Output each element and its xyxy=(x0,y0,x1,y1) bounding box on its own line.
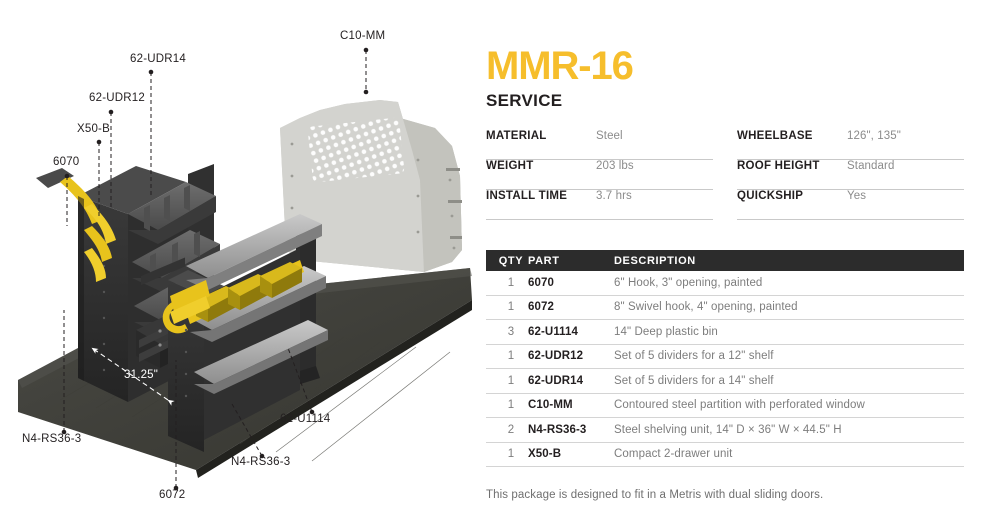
callout-label-62-u1114: 62-U1114 xyxy=(280,413,331,425)
right-shelving-unit-graphic xyxy=(162,214,328,452)
page-subtitle: SERVICE xyxy=(486,91,563,110)
cell-part-number: 62-UDR12 xyxy=(528,350,584,363)
parts-table: QTY PART DESCRIPTION 1 6070 6" Hook, 3" … xyxy=(486,250,964,467)
table-row: 1 6072 8" Swivel hook, 4" opening, paint… xyxy=(486,296,964,320)
spec-row-wheelbase: WHEELBASE 126", 135" xyxy=(737,130,964,160)
cell-qty: 1 xyxy=(507,448,515,461)
callout-dots xyxy=(61,47,369,491)
spec-row-install-time: INSTALL TIME 3.7 hrs xyxy=(486,190,713,220)
dimension-label: 31.25" xyxy=(124,369,158,381)
cell-part-number: X50-B xyxy=(528,448,562,461)
specs-column-right: WHEELBASE 126", 135" ROOF HEIGHT Standar… xyxy=(737,130,964,220)
spec-row-weight: WEIGHT 203 lbs xyxy=(486,160,713,190)
cell-qty: 3 xyxy=(507,325,515,338)
table-row: 1 X50-B Compact 2-drawer unit xyxy=(486,443,964,467)
specs-column-left: MATERIAL Steel WEIGHT 203 lbs INSTALL TI… xyxy=(486,130,713,220)
cell-qty: 1 xyxy=(507,350,515,363)
cell-description: 14" Deep plastic bin xyxy=(614,325,718,338)
cell-qty: 2 xyxy=(507,423,515,436)
package-footnote: This package is designed to fit in a Met… xyxy=(486,489,824,501)
spec-value-material: Steel xyxy=(596,130,623,142)
cell-part-number: 62-UDR14 xyxy=(528,374,584,387)
callout-label-6072: 6072 xyxy=(159,489,185,501)
hook-6072-graphic xyxy=(162,280,210,334)
spec-label-material: MATERIAL xyxy=(486,130,547,142)
spec-value-roof-height: Standard xyxy=(847,160,895,172)
callout-label-n4-rs36-3-mid: N4-RS36-3 xyxy=(231,456,290,468)
spec-value-quickship: Yes xyxy=(847,190,867,202)
cell-part-number: 62-U1114 xyxy=(528,325,579,338)
spec-label-weight: WEIGHT xyxy=(486,160,534,172)
table-row: 3 62-U1114 14" Deep plastic bin xyxy=(486,320,964,345)
spec-label-install-time: INSTALL TIME xyxy=(486,190,568,202)
spec-panel: MMR-16 SERVICE MATERIAL Steel WEIGHT 203… xyxy=(486,0,1000,528)
column-header-description: DESCRIPTION xyxy=(614,254,696,267)
spec-label-roof-height: ROOF HEIGHT xyxy=(737,160,820,172)
callout-label-6070: 6070 xyxy=(53,156,79,168)
cell-part-number: 6072 xyxy=(528,301,554,314)
cell-qty: 1 xyxy=(507,276,515,289)
table-row: 1 6070 6" Hook, 3" opening, painted xyxy=(486,271,964,296)
spec-row-material: MATERIAL Steel xyxy=(486,130,713,160)
callout-label-62-udr12: 62-UDR12 xyxy=(89,92,145,104)
callout-label-x50-b: X50-B xyxy=(77,123,110,135)
cell-part-number: N4-RS36-3 xyxy=(528,423,587,436)
column-header-qty: QTY xyxy=(498,254,524,267)
parts-table-header-row: QTY PART DESCRIPTION xyxy=(486,250,964,271)
cell-qty: 1 xyxy=(507,374,515,387)
spec-row-quickship: QUICKSHIP Yes xyxy=(737,190,964,220)
spec-value-install-time: 3.7 hrs xyxy=(596,190,632,202)
cell-qty: 1 xyxy=(507,301,515,314)
table-row: 1 C10-MM Contoured steel partition with … xyxy=(486,394,964,418)
product-illustration: 31.25" xyxy=(0,0,480,528)
spec-value-weight: 203 lbs xyxy=(596,160,634,172)
callout-label-c10mm: C10-MM xyxy=(340,30,385,42)
cell-qty: 1 xyxy=(507,399,515,412)
spec-label-wheelbase: WHEELBASE xyxy=(737,130,813,142)
cell-description: Steel shelving unit, 14" D × 36" W × 44.… xyxy=(614,423,842,436)
cell-part-number: C10-MM xyxy=(528,399,573,412)
cell-description: 6" Hook, 3" opening, painted xyxy=(614,276,763,289)
spec-value-wheelbase: 126", 135" xyxy=(847,130,901,142)
specifications-grid: MATERIAL Steel WEIGHT 203 lbs INSTALL TI… xyxy=(486,130,964,220)
column-header-part: PART xyxy=(528,254,560,267)
callout-leaders xyxy=(63,50,367,488)
callout-label-n4-rs36-3-left: N4-RS36-3 xyxy=(22,433,81,445)
table-row: 1 62-UDR14 Set of 5 dividers for a 14" s… xyxy=(486,369,964,394)
dimension-indicator-31-25: 31.25" xyxy=(91,347,175,406)
cell-description: 8" Swivel hook, 4" opening, painted xyxy=(614,301,798,314)
cell-description: Set of 5 dividers for a 12" shelf xyxy=(614,350,774,363)
spec-label-quickship: QUICKSHIP xyxy=(737,190,804,202)
table-row: 1 62-UDR12 Set of 5 dividers for a 12" s… xyxy=(486,345,964,369)
spec-row-roof-height: ROOF HEIGHT Standard xyxy=(737,160,964,190)
callout-label-62-udr14: 62-UDR14 xyxy=(130,53,186,65)
page-title: MMR-16 xyxy=(486,44,634,88)
cell-description: Contoured steel partition with perforate… xyxy=(614,399,865,412)
cell-description: Set of 5 dividers for a 14" shelf xyxy=(614,374,774,387)
cell-part-number: 6070 xyxy=(528,276,554,289)
cell-description: Compact 2-drawer unit xyxy=(614,448,733,461)
table-row: 2 N4-RS36-3 Steel shelving unit, 14" D ×… xyxy=(486,418,964,443)
